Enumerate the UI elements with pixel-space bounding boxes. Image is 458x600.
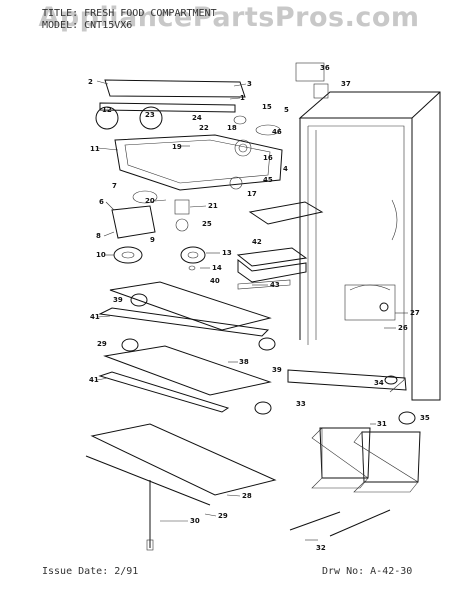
- callout-19: 19: [172, 143, 182, 151]
- callout-29-a: 29: [97, 340, 107, 348]
- callout-17: 17: [247, 190, 257, 198]
- callout-labels: 2 3 1 15 5 36 37 12 23 24 22 18 46 11 19…: [88, 64, 430, 552]
- callout-12: 12: [102, 106, 112, 114]
- callout-35: 35: [420, 414, 430, 422]
- callout-15: 15: [262, 103, 272, 111]
- callout-7: 7: [112, 182, 117, 190]
- callout-16: 16: [263, 154, 273, 162]
- fan-motor-parts: [111, 190, 206, 271]
- callout-42: 42: [252, 238, 262, 246]
- callout-14: 14: [212, 264, 222, 272]
- crisper-top-shelf: [236, 201, 324, 290]
- callout-25: 25: [202, 220, 212, 228]
- callout-39-a: 39: [113, 296, 123, 304]
- callout-32: 32: [316, 544, 326, 552]
- callout-18: 18: [227, 124, 237, 132]
- callout-8: 8: [96, 232, 101, 240]
- callout-3: 3: [247, 80, 252, 88]
- crisper-drawers: [287, 369, 421, 537]
- callout-29-b: 29: [218, 512, 228, 520]
- callout-21: 21: [208, 202, 218, 210]
- callout-30: 30: [190, 517, 200, 525]
- watermark-text: AppliancePartsPros.com: [38, 2, 420, 33]
- callout-45: 45: [263, 176, 273, 184]
- callout-46: 46: [272, 128, 282, 136]
- callout-28: 28: [242, 492, 252, 500]
- callout-11: 11: [90, 145, 100, 153]
- callout-37: 37: [341, 80, 351, 88]
- callout-33: 33: [296, 400, 306, 408]
- oval-holders: [121, 293, 416, 425]
- callout-41-a: 41: [90, 313, 100, 321]
- callout-9: 9: [150, 236, 155, 244]
- callout-2: 2: [88, 78, 93, 86]
- callout-34: 34: [374, 379, 384, 387]
- callout-38: 38: [239, 358, 249, 366]
- glass-shelves: [85, 281, 277, 506]
- callout-39-b: 39: [272, 366, 282, 374]
- callout-23: 23: [145, 111, 155, 119]
- drawing-number: Drw No: A-42-30: [322, 566, 413, 577]
- callout-4: 4: [283, 165, 288, 173]
- callout-36: 36: [320, 64, 330, 72]
- callout-10: 10: [96, 251, 106, 259]
- callout-6: 6: [99, 198, 104, 206]
- control-housing: [95, 62, 329, 191]
- callout-41-b: 41: [89, 376, 99, 384]
- leader-lines: [96, 80, 408, 541]
- callout-20: 20: [145, 197, 155, 205]
- diagram-header: TITLE: FRESH FOOD COMPARTMENT MODEL: CNT…: [42, 8, 217, 32]
- callout-24: 24: [192, 114, 202, 122]
- callout-26: 26: [398, 324, 408, 332]
- callout-1: 1: [240, 94, 245, 102]
- callout-22: 22: [199, 124, 209, 132]
- callout-5: 5: [284, 106, 289, 114]
- callout-43: 43: [270, 281, 280, 289]
- shelf-rod: [146, 480, 154, 551]
- model-number: MODEL: CNT15VX6: [42, 20, 133, 31]
- callout-27: 27: [410, 309, 420, 317]
- callout-31: 31: [377, 420, 387, 428]
- callout-40: 40: [210, 277, 220, 285]
- issue-date: Issue Date: 2/91: [42, 566, 139, 577]
- refrigerator-cabinet: [298, 91, 441, 401]
- callout-13: 13: [222, 249, 232, 257]
- diagram-title: TITLE: FRESH FOOD COMPARTMENT: [42, 8, 217, 19]
